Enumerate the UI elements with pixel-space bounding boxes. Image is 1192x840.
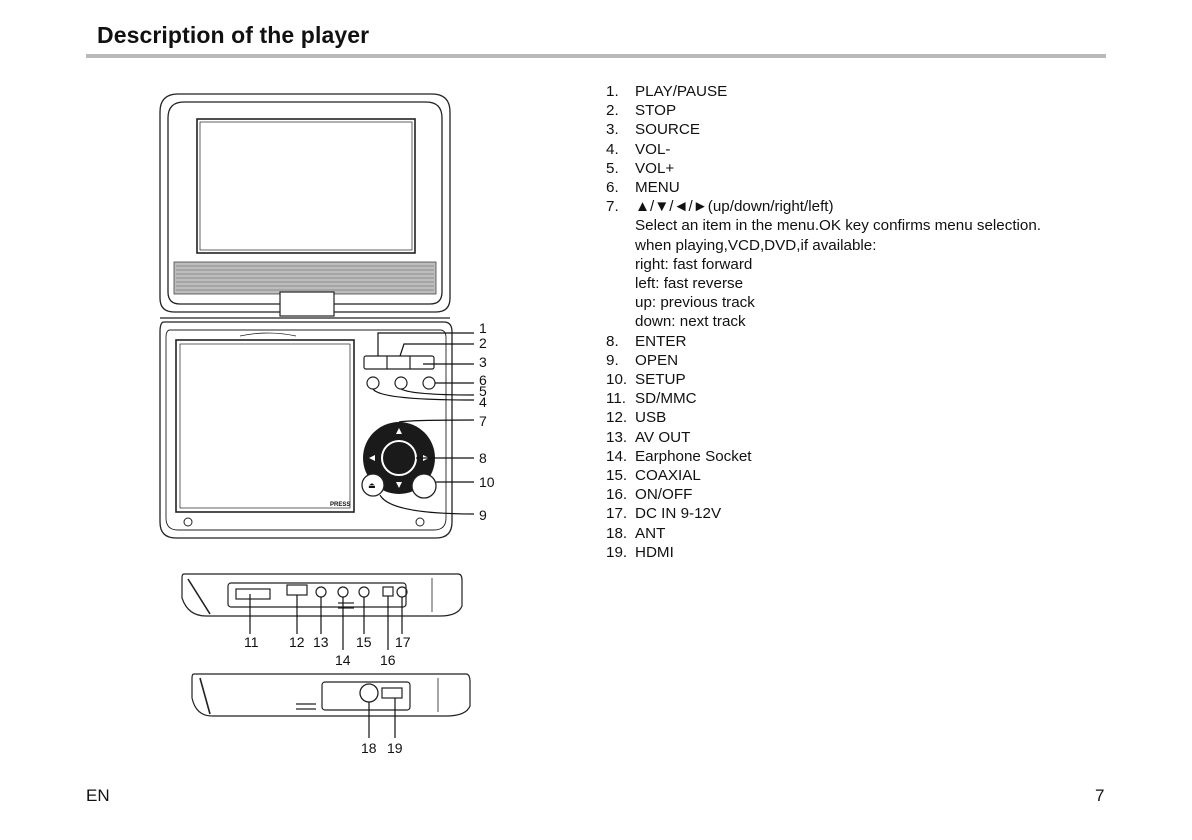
back-callout-labels: 18 19 [361,740,403,756]
list-item: 11.SD/MMC [606,390,697,408]
player-lid [159,93,451,313]
callout-15: 15 [356,634,372,650]
list-item: 17.DC IN 9-12V [606,505,722,523]
list-item-detail: when playing,VCD,DVD,if available: [635,236,877,254]
callout-lines [372,332,475,515]
list-item: 5.VOL+ [606,159,675,177]
callout-13: 13 [313,634,329,650]
player-illustration: PRESS ⏏ [159,93,495,756]
list-item: 10.SETUP [606,371,686,389]
footer-language: EN [86,786,110,805]
side-callout-labels: 11 12 13 14 15 16 17 [244,634,411,668]
list-item: 3.SOURCE [606,121,700,139]
player-side-view [181,573,463,617]
callout-3: 3 [479,354,487,370]
list-item: 14.Earphone Socket [606,447,752,465]
ant-socket [359,683,379,703]
svg-text:⏏: ⏏ [368,481,376,490]
parts-list: 1.PLAY/PAUSE 2.STOP 3.SOURCE 4.VOL- 5.VO… [606,82,1086,562]
callout-10: 10 [479,474,495,490]
setup-button [411,473,437,499]
page-number: 7 [1095,786,1105,805]
list-item: 16.ON/OFF [606,486,693,504]
list-item: 2.STOP [606,102,677,120]
callout-19: 19 [387,740,403,756]
list-item-detail: Select an item in the menu.OK key confir… [635,217,1042,235]
player-base [159,321,453,539]
list-item: 13.AV OUT [606,428,691,446]
list-item: 6.MENU [606,179,680,197]
hinge [279,291,335,317]
player-back-view [191,673,471,717]
list-item-detail: up: previous track [635,294,755,312]
callout-14: 14 [335,652,351,668]
callout-11: 11 [244,634,259,650]
callout-4: 4 [479,394,487,410]
list-item: 8.ENTER [606,332,687,350]
callout-5: 5 [479,383,487,399]
list-item: 9.OPEN [606,351,679,369]
list-item: 4.VOL- [606,140,671,158]
callout-6: 6 [479,372,487,388]
control-buttons [363,355,436,390]
back-callout-lines [368,698,396,738]
front-callout-labels: 1 2 3 6 5 4 7 8 10 9 [479,320,495,523]
list-item-detail: left: fast reverse [635,275,744,293]
callout-17: 17 [395,634,411,650]
callout-12: 12 [289,634,305,650]
callout-1: 1 [479,320,487,336]
list-item: 19.HDMI [606,543,674,561]
list-item: 12.USB [606,409,667,427]
title-divider [86,54,1106,58]
open-button [361,473,385,497]
callout-16: 16 [380,652,396,668]
page-title: Description of the player [97,22,370,48]
list-item: 18.ANT [606,524,666,542]
enter-button [381,440,417,476]
list-item: 7.▲/▼/◄/►(up/down/right/left) [606,198,834,216]
press-label: PRESS [330,502,350,508]
callout-18: 18 [361,740,377,756]
callout-7: 7 [479,413,487,429]
list-item: 1.PLAY/PAUSE [606,83,728,100]
callout-2: 2 [479,335,487,351]
player-diagram: PRESS ⏏ [140,86,530,766]
callout-8: 8 [479,450,487,466]
callout-9: 9 [479,507,487,523]
list-item-detail: down: next track [635,313,746,331]
list-item-detail: right: fast forward [635,255,753,273]
list-item: 15.COAXIAL [606,467,701,485]
side-callout-lines [249,594,403,650]
